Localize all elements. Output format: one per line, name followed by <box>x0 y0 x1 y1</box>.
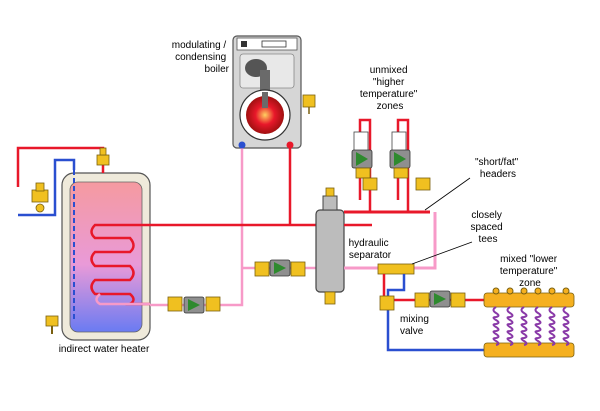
manifold-valve-5 <box>548 287 556 295</box>
drain-valve-icon <box>45 315 59 334</box>
unmixed-zone-2 <box>389 118 431 212</box>
headers-leader <box>424 177 471 211</box>
relief-valve-icon <box>96 147 110 166</box>
floor-loops <box>492 287 570 346</box>
floor-loop-3 <box>520 306 528 346</box>
mixed-zone-label: mixed "lower temperature" zone <box>500 254 560 289</box>
supply-manifold <box>483 292 575 308</box>
mixing-tempering-valve <box>31 182 49 213</box>
manifold-valve-4 <box>534 287 542 295</box>
water-heater-label: indirect water heater <box>59 344 150 355</box>
heat-exchanger-coil <box>90 223 150 306</box>
mixing-valve-label: mixing valve <box>400 314 432 337</box>
boiler-label: modulating / condensing boiler <box>172 40 230 75</box>
floor-loop-1 <box>492 306 500 346</box>
boiler-circulator-icon <box>254 259 306 277</box>
unmixed-zones-label: unmixed "higher temperature" zones <box>360 65 420 112</box>
closely-spaced-tees <box>377 263 415 275</box>
unmixed-zone-1 <box>351 118 378 212</box>
floor-loop-4 <box>534 306 542 346</box>
mixing-valve-icon <box>379 295 395 311</box>
boiler <box>232 35 302 149</box>
manifold-valve-2 <box>506 287 514 295</box>
manifold-valve-1 <box>492 287 500 295</box>
return-manifold <box>483 342 575 358</box>
heater-circulator-icon <box>167 296 221 314</box>
manifold-valve-3 <box>520 287 528 295</box>
hydraulic-separator <box>315 187 345 305</box>
headers-label: "short/fat" headers <box>475 157 521 180</box>
mixed-zone-return <box>386 274 500 352</box>
tees-label: closely spaced tees <box>470 210 505 245</box>
indirect-water-heater <box>61 170 151 341</box>
floor-loop-6 <box>562 306 570 346</box>
floor-loop-5 <box>548 306 556 346</box>
floor-loop-2 <box>506 306 514 346</box>
return-header <box>344 212 437 270</box>
hydraulic-separator-label: hydraulic separator <box>349 238 392 261</box>
manifold-valve-6 <box>562 287 570 295</box>
boiler-return-pipe <box>150 148 244 307</box>
mixed-zone-circulator-icon <box>414 290 466 308</box>
boiler-relief-valve-icon <box>302 94 316 114</box>
tees-leader <box>411 241 473 265</box>
